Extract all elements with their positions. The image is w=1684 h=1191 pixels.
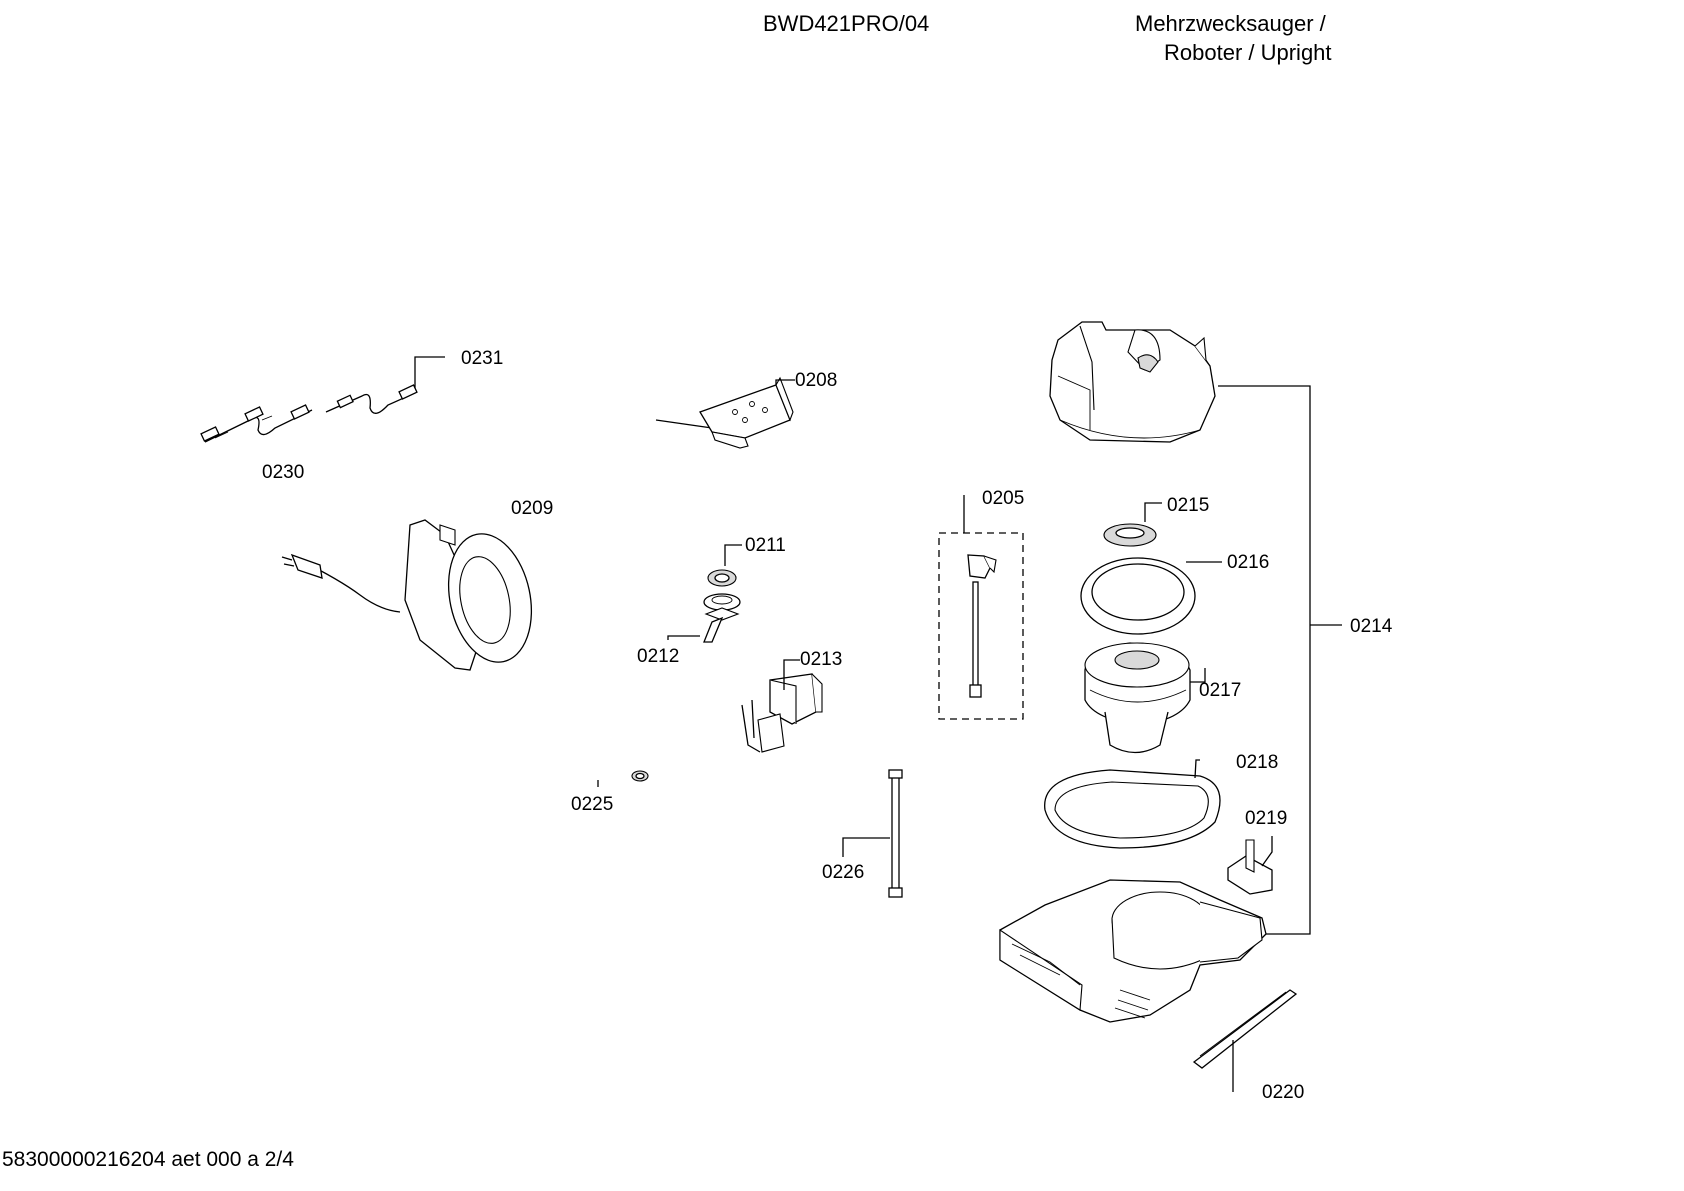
part-0214-bottom-housing[interactable]: [999, 879, 1267, 1023]
part-0226-rod[interactable]: [842, 769, 903, 898]
model-number: BWD421PRO/04: [763, 11, 930, 36]
part-0219-clip[interactable]: [1227, 836, 1273, 895]
callout-0211: 0211: [745, 535, 786, 556]
part-0205-probe-kit[interactable]: [938, 495, 1024, 720]
category-line-2: Roboter / Upright: [1164, 40, 1332, 65]
part-0214-top-housing[interactable]: [1049, 321, 1216, 443]
part-0209-cable-reel[interactable]: [281, 519, 543, 671]
part-0213-pump[interactable]: [741, 659, 823, 753]
document-code: 58300000216204 aet 000 a 2/4: [2, 1148, 294, 1171]
callout-0212: 0212: [637, 646, 679, 667]
callout-0218: 0218: [1236, 752, 1278, 773]
part-0217-motor[interactable]: [1084, 642, 1206, 754]
part-0230-cable[interactable]: [200, 404, 313, 443]
part-0225-seal[interactable]: [597, 770, 649, 787]
part-0212-valve[interactable]: [667, 593, 741, 643]
callout-0216: 0216: [1227, 552, 1269, 573]
callout-0215: 0215: [1167, 495, 1209, 516]
part-0216-ring[interactable]: [1080, 557, 1222, 635]
part-0211-seal[interactable]: [707, 544, 742, 587]
callout-0213: 0213: [800, 649, 842, 670]
callout-0220: 0220: [1262, 1082, 1304, 1103]
callout-0209: 0209: [511, 498, 553, 519]
part-0215-filter-pad[interactable]: [1103, 502, 1162, 547]
part-0231-cable[interactable]: [325, 356, 445, 414]
part-0218-gasket[interactable]: [1044, 759, 1221, 849]
callout-0217: 0217: [1199, 680, 1241, 701]
callout-0214: 0214: [1350, 616, 1393, 637]
callout-0205: 0205: [982, 488, 1024, 509]
callout-0219: 0219: [1245, 808, 1287, 829]
callout-line-0214: [1218, 385, 1342, 935]
callout-0230: 0230: [262, 462, 304, 483]
category-line-1: Mehrzwecksauger /: [1135, 11, 1326, 36]
part-0220-brush-strip[interactable]: [1192, 989, 1298, 1092]
callout-0225: 0225: [571, 794, 613, 815]
callout-0231: 0231: [461, 348, 503, 369]
callout-0226: 0226: [822, 862, 864, 883]
part-0208-bracket[interactable]: [655, 376, 795, 449]
callout-0208: 0208: [795, 370, 837, 391]
